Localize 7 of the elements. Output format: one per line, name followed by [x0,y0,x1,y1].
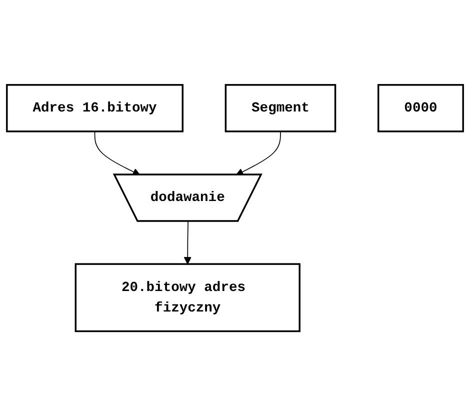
node-box: Adres 16.bitowy [6,84,184,132]
node-box: 0000 [377,84,464,132]
arrow [94,130,140,176]
arrow [184,220,192,264]
node-box: 20.bitowy adres fizyczny [74,263,300,332]
arrow [236,130,281,176]
node-box: Segment [224,84,336,132]
